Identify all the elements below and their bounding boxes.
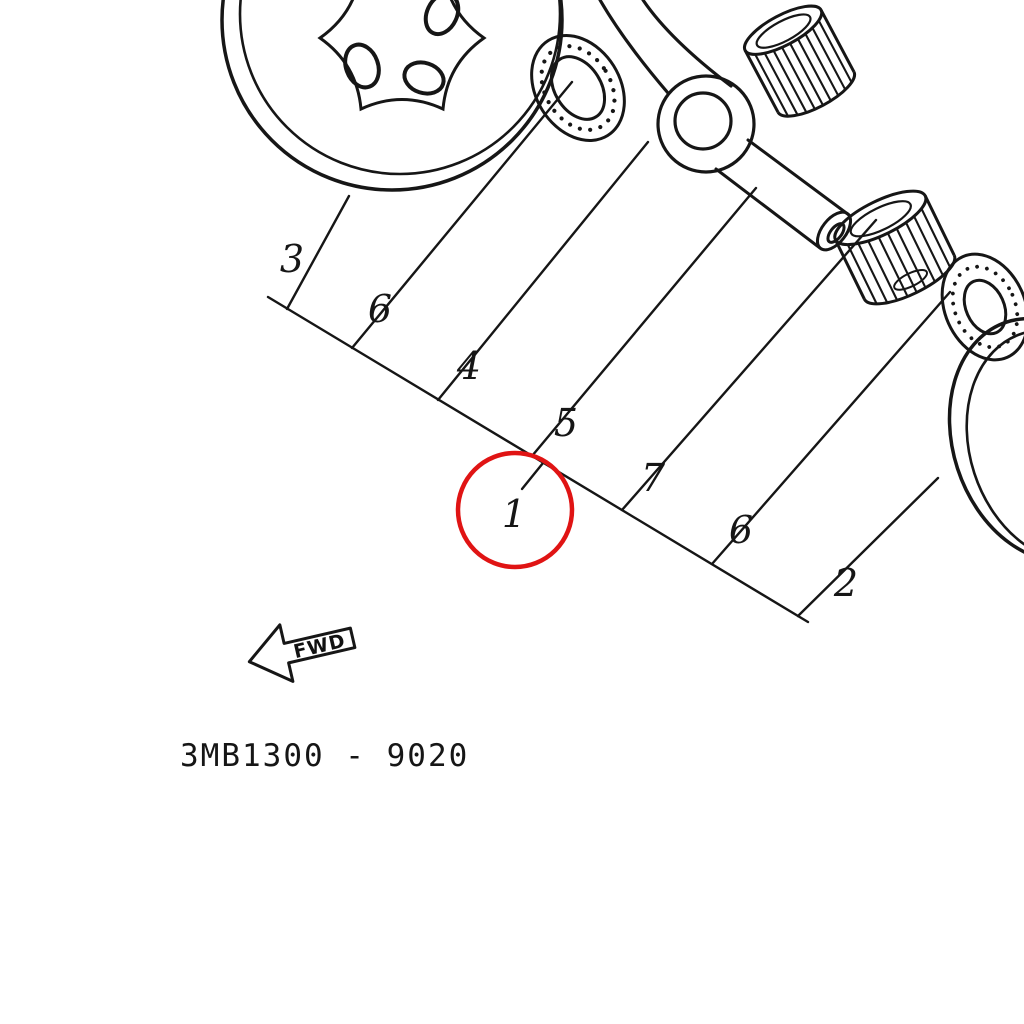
right-crank-web xyxy=(947,316,1024,564)
rod-big-end-eye xyxy=(656,74,756,174)
fwd-arrow: FWD xyxy=(247,623,357,683)
highlight-circle xyxy=(455,450,575,570)
bearing-dots xyxy=(539,44,617,132)
leader-6a xyxy=(350,80,574,350)
fwd-arrow-shape xyxy=(247,623,357,683)
needle-rollers xyxy=(754,19,853,117)
web-hole xyxy=(343,42,381,90)
leader-2 xyxy=(796,476,940,618)
left-crank-web xyxy=(220,0,564,192)
callout-3: 3 xyxy=(280,237,304,281)
leader-3 xyxy=(285,194,351,311)
big-end-bearing-dotted xyxy=(530,34,626,142)
callout-2: 2 xyxy=(833,561,858,605)
leader-5 xyxy=(530,186,758,458)
callout-1: 1 xyxy=(502,492,526,536)
callout-6a: 6 xyxy=(368,287,392,331)
web-hole xyxy=(402,60,446,96)
callout-5: 5 xyxy=(554,401,578,445)
small-needle-bearing xyxy=(742,4,857,118)
callout-4: 4 xyxy=(456,344,481,388)
bearing-dots xyxy=(950,264,1020,350)
leader-7 xyxy=(620,218,878,512)
connecting-rod xyxy=(598,0,756,174)
part-number: 3MB1300 - 9020 xyxy=(180,738,469,774)
large-needle-bearing xyxy=(833,189,957,306)
callout-6b: 6 xyxy=(729,508,753,552)
callout-7: 7 xyxy=(641,456,666,500)
leader-6b xyxy=(710,290,952,566)
callout-labels: 3 6 4 5 1 7 6 2 xyxy=(280,237,858,605)
leader-4 xyxy=(436,140,650,402)
leader-1 xyxy=(520,461,545,491)
web-hole xyxy=(423,0,461,37)
needle-rollers xyxy=(846,208,952,305)
right-bearing-dotted xyxy=(940,252,1024,362)
